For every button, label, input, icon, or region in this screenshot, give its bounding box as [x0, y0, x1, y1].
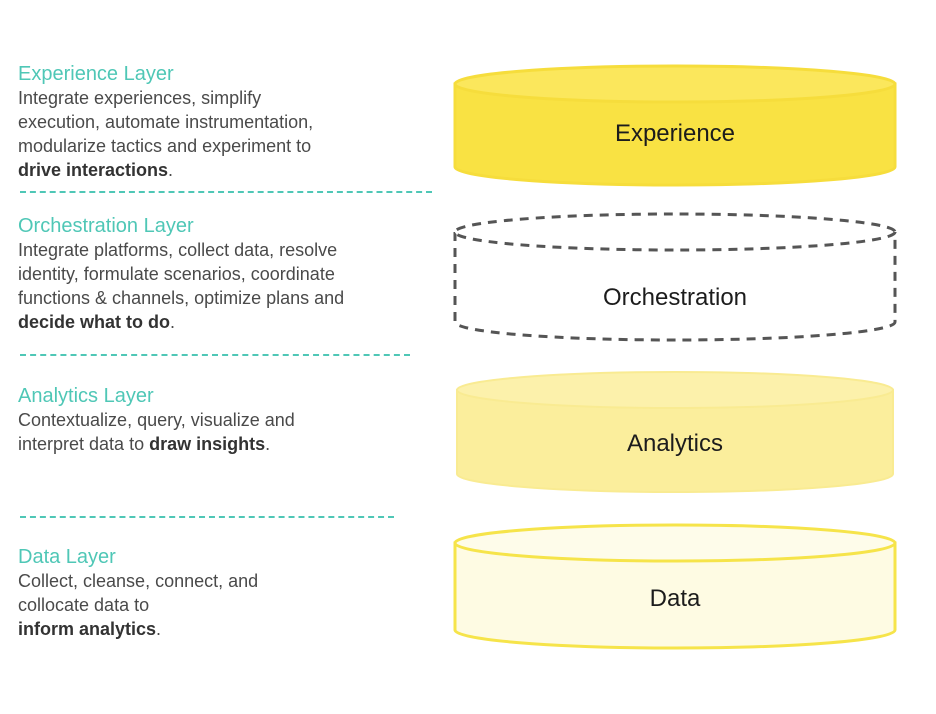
analytics-cylinder-label: Analytics [627, 430, 723, 457]
separator-2 [20, 354, 410, 356]
experience-layer-line-1: Integrate experiences, simplify [18, 88, 262, 108]
orchestration-layer-line-2: identity, formulate scenarios, coordinat… [18, 264, 335, 284]
separator-1 [20, 191, 432, 193]
experience-layer-period: . [168, 160, 174, 180]
experience-layer-line-4: drive interactions. [18, 158, 313, 182]
data-cylinder: Data [453, 523, 897, 650]
separator-3 [20, 516, 394, 518]
analytics-layer-text: Analytics Layer Contextualize, query, vi… [18, 384, 295, 456]
analytics-layer-lead: interpret data to [18, 434, 150, 454]
orchestration-layer-line-1: Integrate platforms, collect data, resol… [18, 240, 338, 260]
experience-cylinder: Experience [453, 64, 897, 187]
data-layer-emphasis: inform analytics [18, 619, 157, 639]
analytics-layer-title: Analytics Layer [18, 385, 154, 407]
orchestration-cylinder-label: Orchestration [603, 284, 747, 311]
data-layer-title: Data Layer [18, 546, 116, 568]
analytics-layer-line-1: Contextualize, query, visualize and [18, 410, 295, 430]
experience-cylinder-label: Experience [615, 120, 735, 147]
experience-layer-line-2: execution, automate instrumentation, [18, 112, 314, 132]
analytics-cylinder: Analytics [456, 371, 894, 493]
orchestration-layer-line-4: decide what to do. [18, 310, 344, 334]
data-layer-line-2: collocate data to [18, 595, 150, 615]
data-layer-text: Data Layer Collect, cleanse, connect, an… [18, 545, 258, 641]
data-layer-period: . [156, 619, 162, 639]
data-layer-line-3: inform analytics. [18, 617, 258, 641]
experience-layer-line-3: modularize tactics and experiment to [18, 136, 312, 156]
orchestration-layer-text: Orchestration Layer Integrate platforms,… [18, 214, 344, 334]
experience-layer-emphasis: drive interactions [18, 160, 169, 180]
experience-layer-text: Experience Layer Integrate experiences, … [18, 62, 313, 182]
data-cylinder-label: Data [650, 585, 701, 612]
orchestration-cylinder: Orchestration [453, 212, 897, 342]
orchestration-layer-period: . [170, 312, 176, 332]
analytics-layer-line-2: interpret data to draw insights. [18, 432, 295, 456]
orchestration-layer-title: Orchestration Layer [18, 215, 194, 237]
experience-layer-title: Experience Layer [18, 63, 174, 85]
orchestration-layer-line-3: functions & channels, optimize plans and [18, 288, 345, 308]
analytics-layer-emphasis: draw insights [149, 434, 266, 454]
data-layer-line-1: Collect, cleanse, connect, and [18, 571, 259, 591]
analytics-layer-period: . [265, 434, 271, 454]
orchestration-layer-emphasis: decide what to do [18, 312, 171, 332]
